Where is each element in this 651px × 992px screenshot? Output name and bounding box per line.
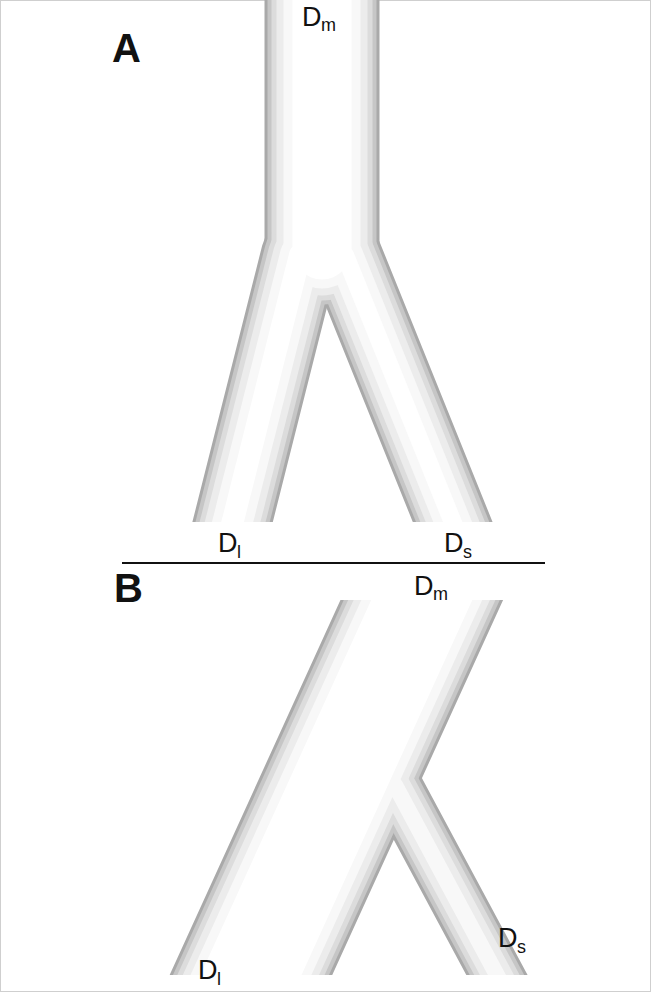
vessel-wall: [395, 785, 505, 975]
vessel-wall: [395, 785, 505, 975]
bifurcation-a: [223, 0, 468, 522]
vessel-wall: [268, 0, 377, 250]
vessel-wall: [345, 255, 468, 522]
bifurcation-b: [235, 600, 505, 975]
vessel-wall: [284, 0, 361, 250]
diameter-symbol: D: [218, 530, 238, 557]
vessel-wall: [277, 0, 368, 250]
diameter-subscript: m: [433, 585, 448, 603]
vessel-wall: [223, 255, 300, 522]
panel-letter: B: [114, 568, 143, 608]
diameter-symbol: D: [302, 4, 322, 31]
vessel-wall: [272, 0, 373, 250]
vessel-wall: [293, 0, 352, 250]
vessel-wall: [223, 255, 300, 522]
vessel-wall: [223, 255, 300, 522]
vessel-wall: [223, 255, 300, 522]
vessel-wall: [235, 600, 440, 975]
vessel-wall: [223, 255, 300, 522]
diameter-subscript: m: [321, 16, 336, 34]
vessel-wall: [235, 600, 440, 975]
vessel-wall: [345, 255, 468, 522]
vessel-wall: [345, 255, 468, 522]
vessel-wall: [395, 785, 505, 975]
vessel-wall: [395, 785, 505, 975]
vessel-wall: [345, 255, 468, 522]
diameter-subscript: l: [217, 970, 221, 988]
diameter-symbol: D: [414, 573, 434, 600]
diameter-symbol: D: [198, 957, 218, 984]
diameter-subscript: s: [517, 938, 526, 956]
diameter-subscript: s: [463, 543, 472, 561]
vessel-wall: [345, 255, 468, 522]
diameter-symbol: D: [498, 925, 518, 952]
vessel-wall: [395, 785, 505, 975]
panel-letter: A: [112, 28, 141, 68]
vessel-wall: [223, 255, 300, 522]
diameter-subscript: l: [237, 543, 241, 561]
panel-divider: [122, 562, 545, 564]
vessel-wall: [345, 255, 468, 522]
vessel-wall: [265, 0, 380, 250]
diameter-symbol: D: [444, 530, 464, 557]
